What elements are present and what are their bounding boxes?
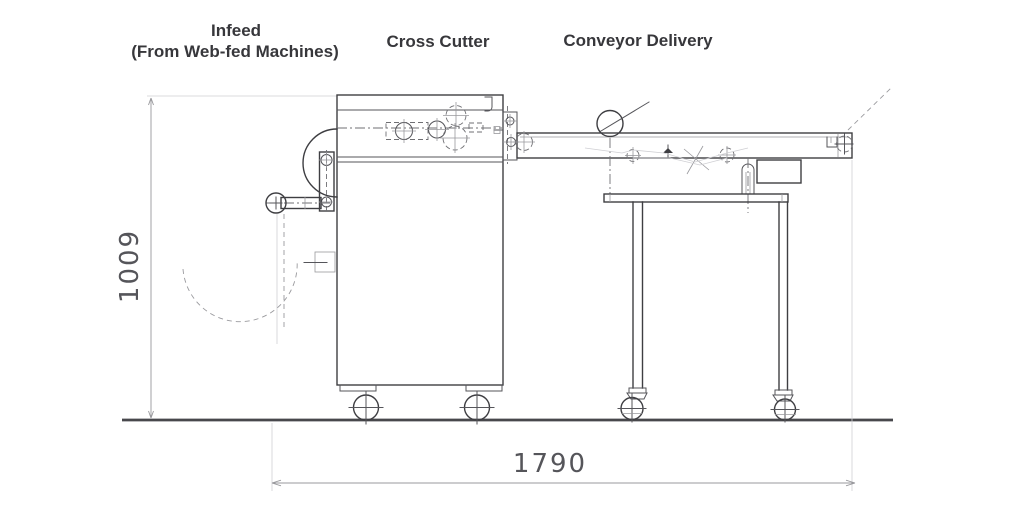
conveyor-belt	[513, 87, 892, 194]
junction-bracket	[493, 106, 519, 164]
door-handle	[303, 251, 336, 273]
dimension-height-value: 1009	[115, 229, 145, 303]
infeed-roller	[265, 192, 287, 214]
web-path	[182, 214, 298, 344]
cross-marker	[683, 145, 710, 175]
infeed-roller-assembly	[265, 128, 338, 214]
cross-cutter-cabinet	[303, 94, 504, 425]
label-infeed-line1: Infeed	[211, 21, 261, 40]
cutting-cylinders	[337, 96, 502, 153]
dimension-height: 1009	[115, 95, 337, 419]
drive-box	[741, 158, 802, 213]
conveyor-table	[603, 193, 800, 423]
dimension-length: 1790	[271, 160, 856, 491]
label-cross-cutter: Cross Cutter	[387, 32, 490, 51]
tension-marker	[663, 144, 673, 158]
caster-wheel-right	[770, 389, 800, 423]
guide-roller	[596, 109, 624, 138]
label-conveyor-delivery: Conveyor Delivery	[563, 31, 713, 50]
caster-wheel-left	[617, 387, 648, 423]
hook-bracket	[484, 96, 493, 112]
section-labels: Infeed (From Web-fed Machines) Cross Cut…	[131, 21, 713, 61]
dimension-length-value: 1790	[513, 449, 587, 479]
cabinet-wheels	[348, 390, 495, 425]
label-infeed-line2: (From Web-fed Machines)	[131, 42, 338, 61]
